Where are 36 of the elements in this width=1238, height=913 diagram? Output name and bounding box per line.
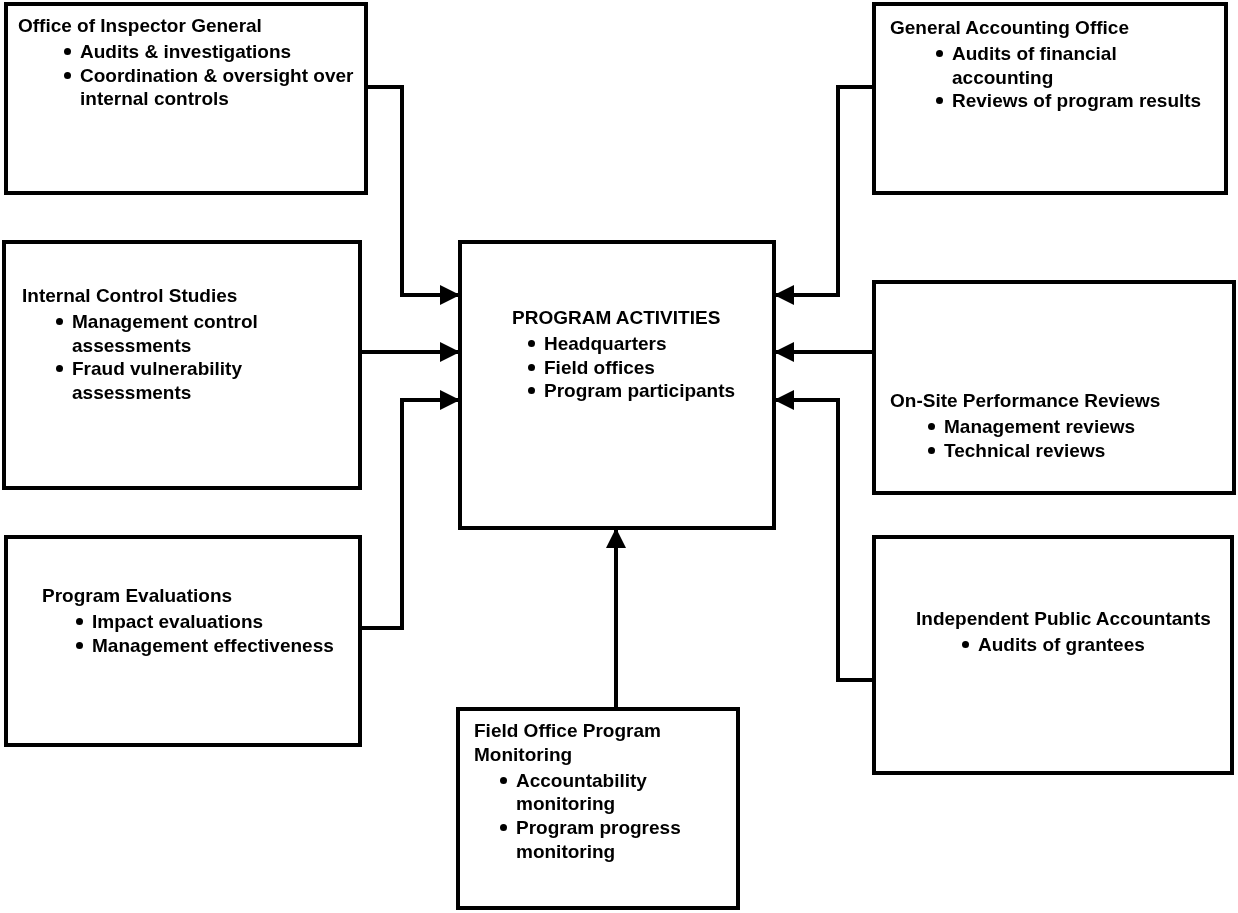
process-box [456, 707, 740, 910]
arrow [362, 390, 460, 630]
process-box [4, 2, 368, 195]
bullet-item: Impact evaluations [70, 609, 350, 634]
bullet-item: Audits of grantees [956, 632, 1222, 657]
bullet-item: Fraud vulnerability assessments [50, 357, 350, 405]
bullet-item: Coordination & oversight over internal controls [58, 63, 356, 111]
bullet-item: Technical reviews [922, 438, 1224, 463]
process-box [458, 240, 776, 530]
box-heading: Field Office Program Monitoring [474, 719, 662, 767]
bullet-item: Management control assessments [50, 309, 350, 358]
box-heading: Internal Control Studies [22, 284, 239, 308]
bullet-item: Field offices [522, 355, 764, 380]
bullet-item: Management reviews [922, 414, 1224, 439]
process-box [2, 240, 362, 490]
process-box [872, 280, 1236, 495]
process-box [872, 2, 1228, 195]
bullet-item: Reviews of program results [930, 89, 1216, 113]
bullet-item: Headquarters [522, 331, 764, 356]
box-heading: PROGRAM ACTIVITIES [512, 306, 722, 330]
box-heading: Independent Public Accountants [916, 607, 1212, 631]
bullet-item: Program progress monitoring [494, 816, 728, 864]
box-heading: General Accounting Office [890, 16, 1130, 40]
bullet-item: Program participants [522, 379, 764, 403]
arrow [368, 85, 460, 305]
process-box [872, 535, 1234, 775]
process-box [4, 535, 362, 747]
box-heading: Office of Inspector General [18, 14, 263, 38]
box-heading: Program Evaluations [42, 584, 234, 608]
box-heading: On-Site Performance Reviews [890, 389, 1162, 413]
bullet-item: Accountability monitoring [494, 768, 728, 816]
arrow [606, 528, 626, 707]
arrow [362, 342, 460, 362]
bullet-item: Audits of financial accounting [930, 41, 1216, 90]
bullet-item: Audits & investigations [58, 39, 356, 64]
bullet-item: Management effectiveness [70, 633, 350, 658]
